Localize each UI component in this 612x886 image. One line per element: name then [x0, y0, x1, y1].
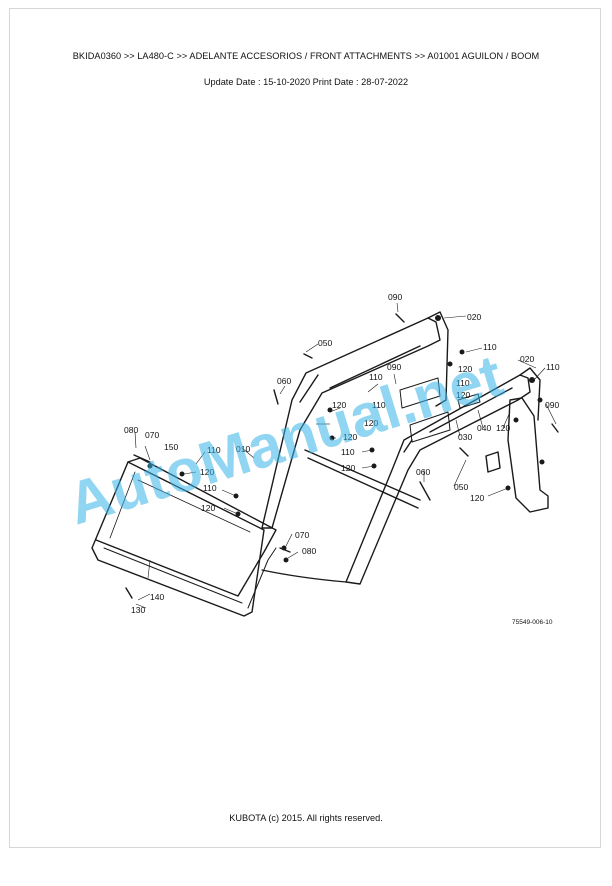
callout: 090 — [545, 400, 559, 410]
callout: 110 — [341, 447, 355, 457]
callout: 120 — [458, 364, 472, 374]
callout: 030 — [458, 432, 472, 442]
callout: 020 — [520, 354, 534, 364]
callout: 050 — [318, 338, 332, 348]
callout: 140 — [150, 592, 164, 602]
figure-number: 75549-006-10 — [512, 619, 553, 626]
callout: 150 — [164, 442, 178, 452]
callout: 120 — [496, 423, 510, 433]
callout: 130 — [131, 605, 145, 615]
copyright-footer: KUBOTA (c) 2015. All rights reserved. — [229, 813, 383, 823]
callout: 120 — [201, 503, 215, 513]
callout: 010 — [236, 444, 250, 454]
callout: 120 — [200, 467, 214, 477]
callout: 110 — [207, 445, 221, 455]
callout: 080 — [124, 425, 138, 435]
callout: 110 — [456, 378, 470, 388]
page-frame — [9, 8, 601, 848]
callout: 110 — [483, 342, 497, 352]
update-print-dates: Update Date : 15-10-2020 Print Date : 28… — [203, 77, 409, 87]
callout: 080 — [302, 546, 316, 556]
breadcrumb: BKIDA0360 >> LA480-C >> ADELANTE ACCESOR… — [72, 51, 540, 61]
callout: 120 — [332, 400, 346, 410]
callout: 120 — [470, 493, 484, 503]
callout: 120 — [456, 390, 470, 400]
callout: 120 — [343, 432, 357, 442]
callout: 050 — [454, 482, 468, 492]
callout: 060 — [416, 467, 430, 477]
callout: 070 — [145, 430, 159, 440]
callout: 110 — [203, 483, 217, 493]
callout: 020 — [467, 312, 481, 322]
callout-labels: 090 020 050 110 060 090 110 120 110 020 … — [124, 292, 560, 626]
callout: 110 — [372, 400, 386, 410]
callout: 090 — [388, 292, 402, 302]
callout: 070 — [295, 530, 309, 540]
callout: 090 — [387, 362, 401, 372]
callout: 040 — [477, 423, 491, 433]
callout: 110 — [369, 372, 383, 382]
callout: 120 — [364, 418, 378, 428]
callout: 110 — [546, 362, 560, 372]
callout: 060 — [277, 376, 291, 386]
callout: 120 — [341, 463, 355, 473]
